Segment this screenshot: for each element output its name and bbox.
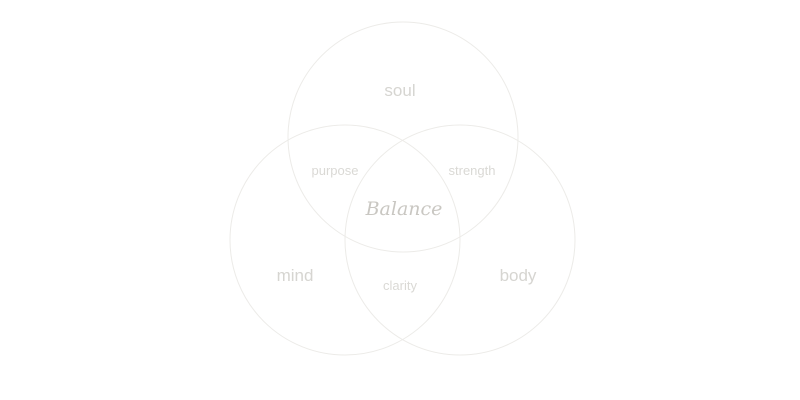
mind-circle [229,124,461,356]
soul-label: soul [384,81,415,100]
clarity-label: clarity [383,278,417,293]
body-label: body [500,266,537,285]
strength-label: strength [449,163,496,178]
balance-label: Balance [365,198,443,220]
soul-circle [287,21,519,253]
purpose-label: purpose [312,163,359,178]
mind-label: mind [277,266,314,285]
body-circle [344,124,576,356]
